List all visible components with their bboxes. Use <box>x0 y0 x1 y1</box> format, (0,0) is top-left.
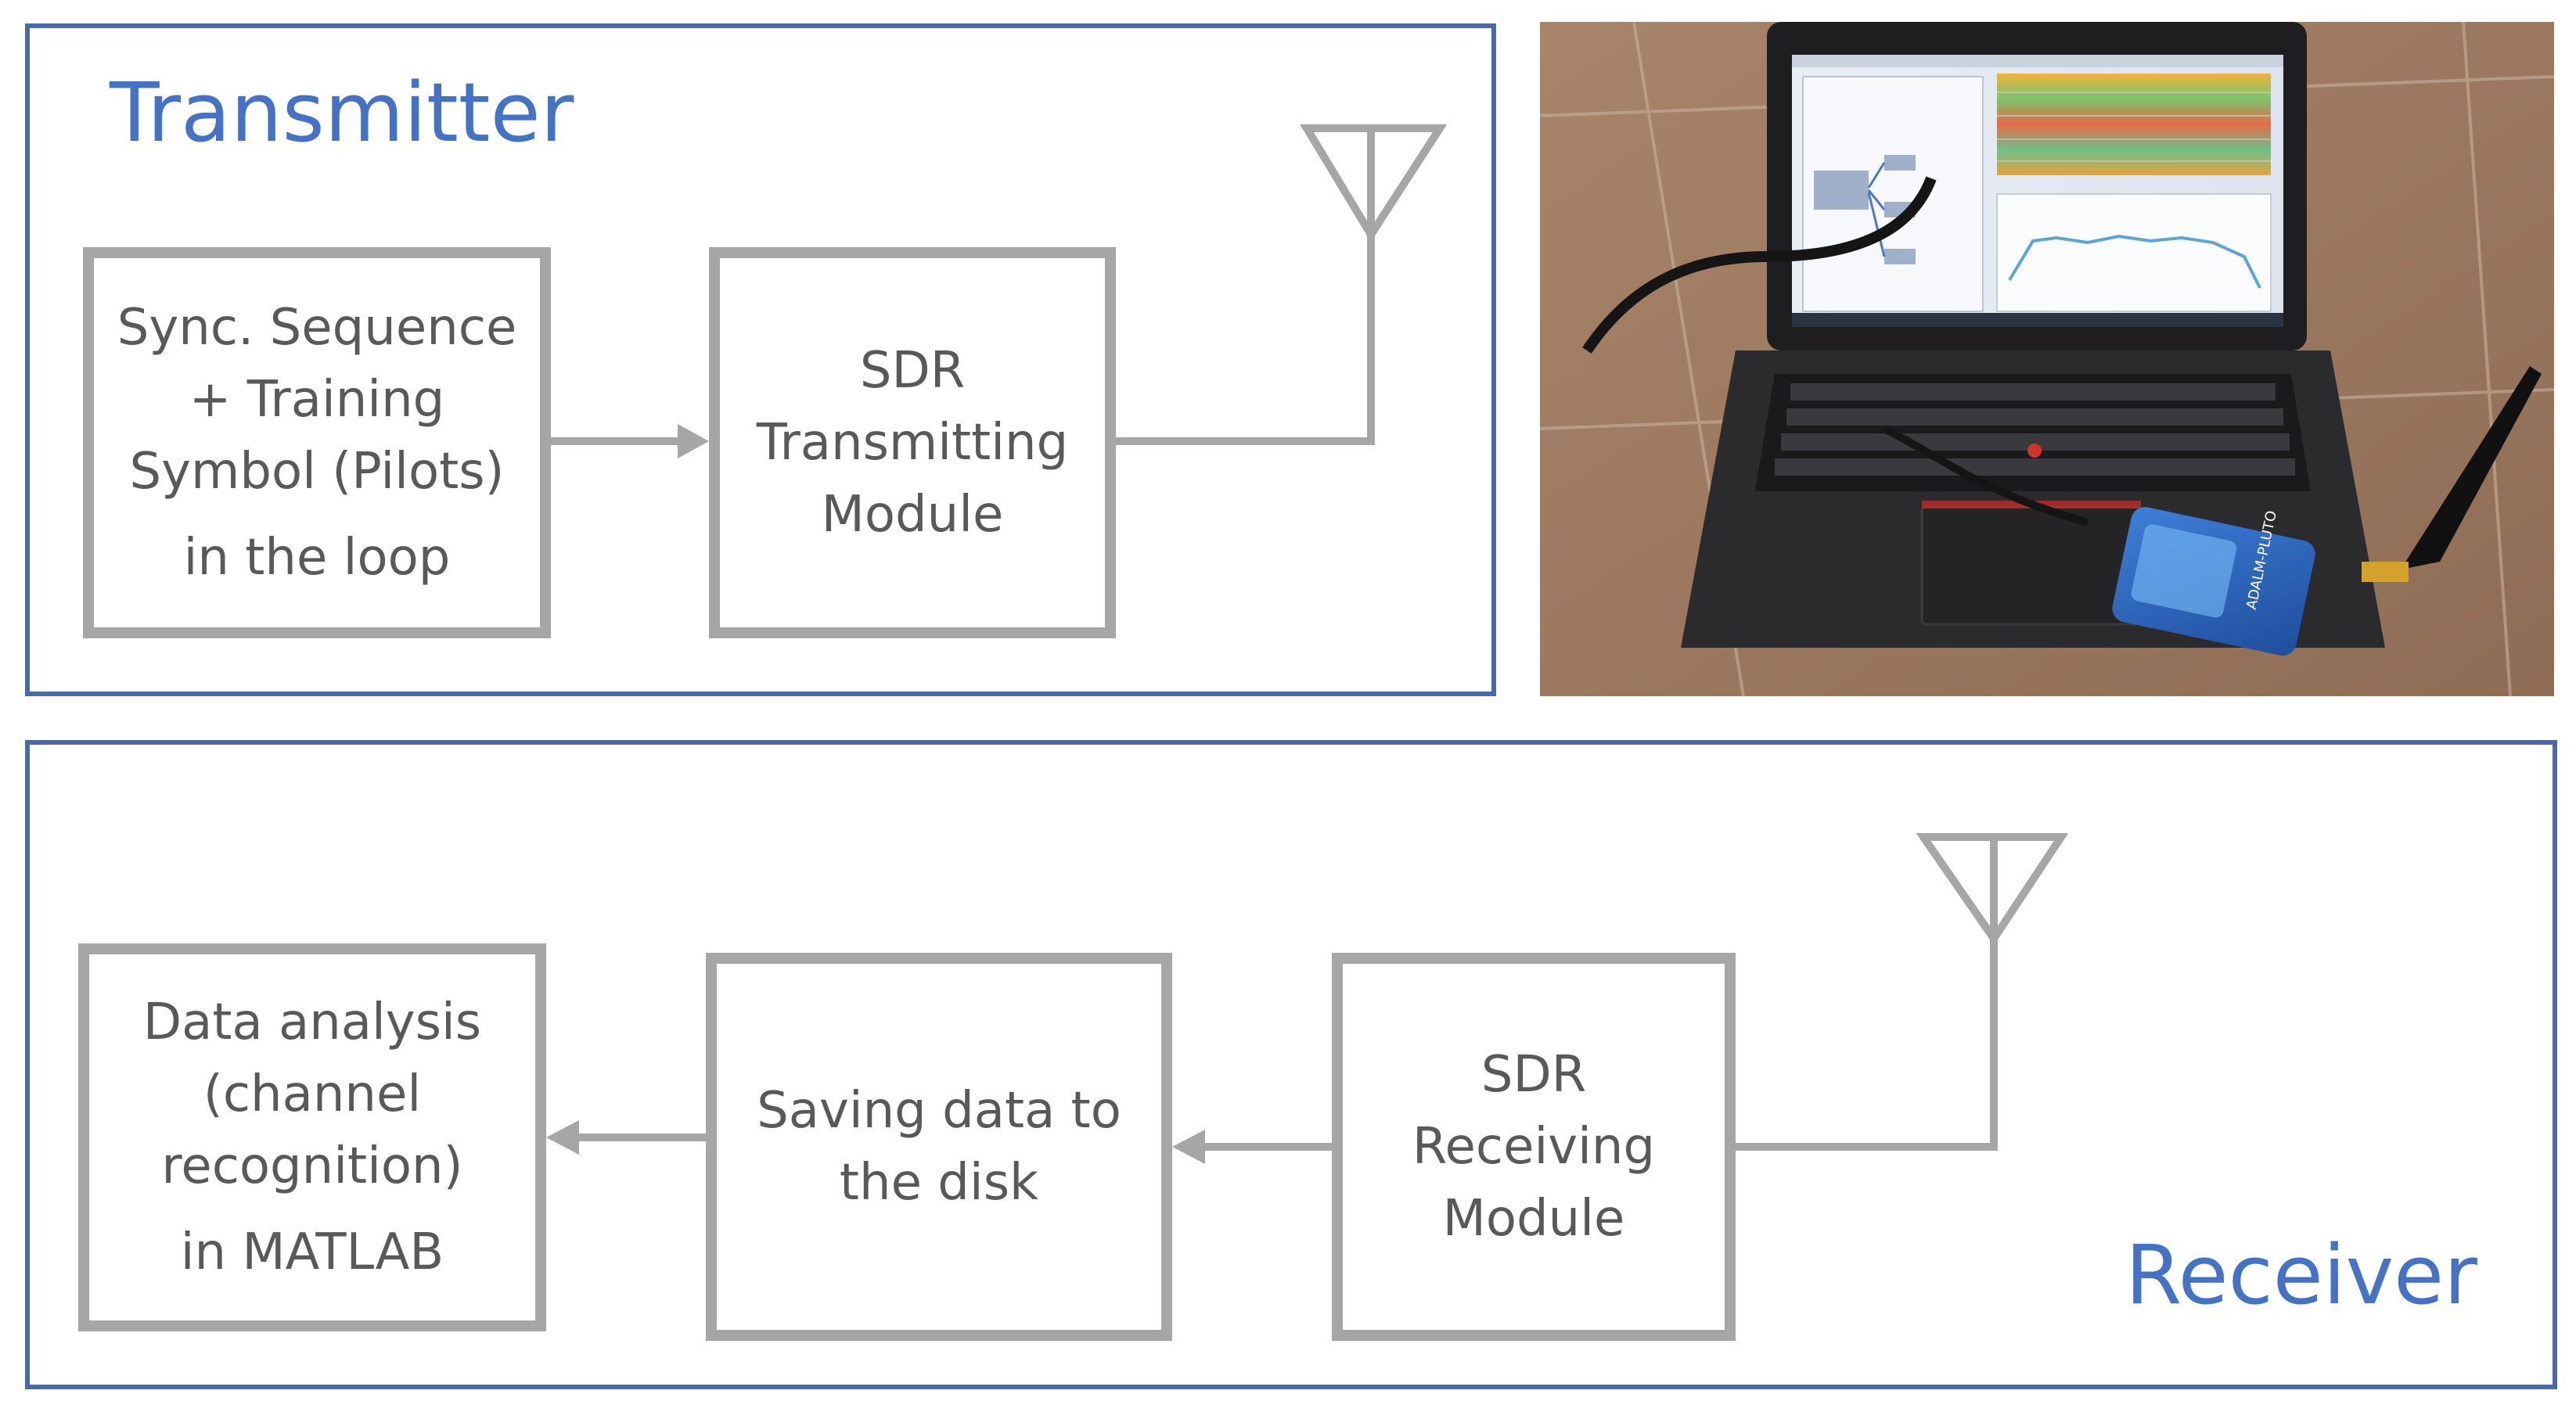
rx-line-3: Module <box>1442 1190 1625 1248</box>
saving-data-block: Saving data to the disk <box>706 953 1172 1341</box>
saving-line-1: Saving data to <box>757 1082 1121 1140</box>
sync-sequence-text: Sync. Sequence + Training Symbol (Pilots… <box>117 292 517 594</box>
sync-line-1: Sync. Sequence <box>117 299 517 357</box>
saving-line-2: the disk <box>839 1154 1039 1212</box>
transmitter-title: Transmitter <box>110 65 574 160</box>
tx-line-1: SDR <box>859 342 966 400</box>
receiver-title: Receiver <box>2125 1227 2477 1323</box>
analysis-line-4: in MATLAB <box>180 1223 444 1281</box>
data-analysis-text: Data analysis (channel recognition) in M… <box>143 986 481 1288</box>
sdr-transmitting-text: SDR Transmitting Module <box>757 335 1068 551</box>
photo-illustration: ADALM-PLUTO <box>1540 22 2554 696</box>
tx-line-2: Transmitting <box>756 414 1069 472</box>
analysis-line-1: Data analysis <box>142 993 482 1051</box>
laptop-sdr-photo: ADALM-PLUTO <box>1540 22 2554 696</box>
sync-line-3: Symbol (Pilots) <box>129 443 505 501</box>
saving-data-text: Saving data to the disk <box>757 1075 1121 1219</box>
rx-line-1: SDR <box>1480 1046 1587 1104</box>
sdr-receiving-text: SDR Receiving Module <box>1412 1039 1655 1255</box>
sdr-transmitting-module-block: SDR Transmitting Module <box>709 247 1116 638</box>
sdr-receiving-module-block: SDR Receiving Module <box>1332 953 1736 1341</box>
rx-line-2: Receiving <box>1412 1118 1656 1176</box>
analysis-line-2: (channel <box>203 1065 422 1123</box>
analysis-line-3: recognition) <box>161 1137 463 1195</box>
sync-sequence-block: Sync. Sequence + Training Symbol (Pilots… <box>83 247 551 638</box>
sync-line-4: in the loop <box>183 529 451 587</box>
data-analysis-block: Data analysis (channel recognition) in M… <box>78 943 546 1331</box>
sync-line-2: + Training <box>189 371 445 429</box>
tx-line-3: Module <box>821 486 1004 544</box>
